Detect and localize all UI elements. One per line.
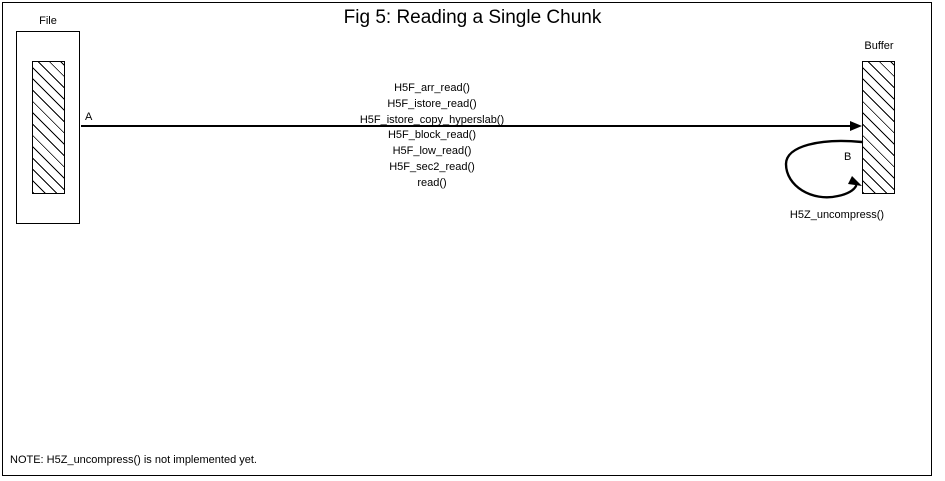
uncompress-annotation-label: H5Z_uncompress() [789,209,885,221]
file-chunk-hatched-rect [32,61,65,194]
call-stack-line: H5F_istore_copy_hyperslab() [359,113,505,126]
read-call-stack: H5F_arr_read() H5F_istore_read() H5F_ist… [332,81,532,192]
call-stack-line: H5F_low_read() [392,145,472,158]
call-stack-line: H5F_sec2_read() [389,160,475,173]
file-node-label: File [39,15,57,27]
diagram-border [2,2,932,476]
edge-a-label: A [85,111,93,123]
call-stack-line: H5F_arr_read() [394,82,470,94]
footer-note: NOTE: H5Z_uncompress() is not implemente… [10,454,257,466]
buffer-node-hatched-rect [862,61,895,194]
call-stack-line: H5F_istore_read() [387,97,477,110]
edge-b-label: B [844,151,852,163]
call-stack-line: read() [417,176,447,189]
page-title: Fig 5: Reading a Single Chunk [343,7,602,28]
call-stack-line: H5F_block_read() [387,129,477,142]
buffer-node-label: Buffer [864,40,894,52]
